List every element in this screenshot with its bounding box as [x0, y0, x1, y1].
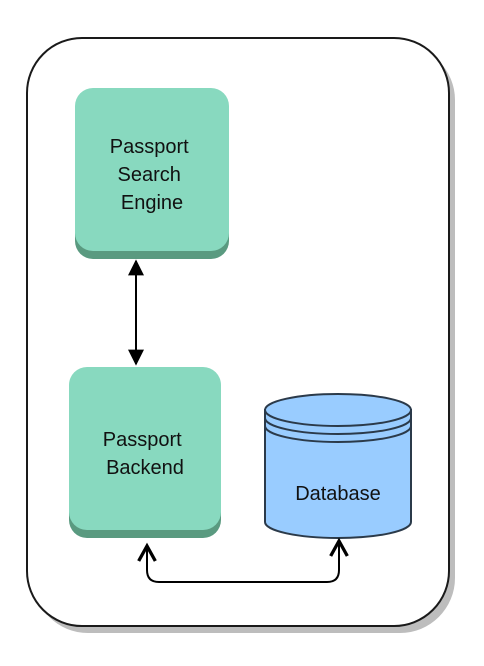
backend-label-line: Backend: [106, 457, 184, 479]
search-engine-label: Passport Search Engine: [110, 136, 195, 214]
backend-label-line: Passport: [103, 429, 182, 451]
backend-database-connector: [147, 541, 339, 583]
search-engine-label-line: Search: [118, 164, 181, 186]
database-cylinder-top: [264, 393, 412, 427]
database-label: Database: [295, 483, 381, 505]
search-engine-label-line: Passport: [110, 136, 189, 158]
backend-node[interactable]: Passport Backend: [69, 367, 221, 538]
database-cylinder-ring: [264, 425, 412, 443]
backend-label: Passport Backend: [103, 429, 188, 479]
database-cylinder-ring: [264, 417, 412, 435]
search-engine-node[interactable]: Passport Search Engine: [75, 88, 229, 259]
database-node[interactable]: Database: [264, 393, 412, 539]
search-engine-node-box: [75, 88, 229, 251]
backend-node-box: [69, 367, 221, 530]
search-engine-label-line: Engine: [121, 192, 183, 214]
